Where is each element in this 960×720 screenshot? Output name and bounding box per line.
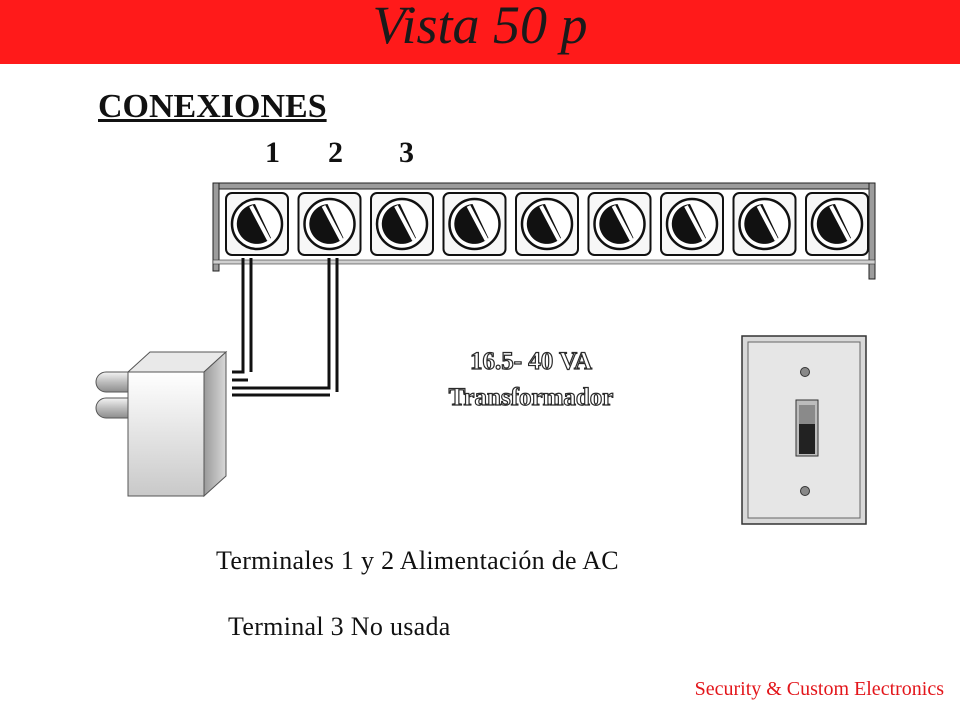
wall-switch-icon — [741, 335, 867, 525]
transformer-icon — [95, 350, 228, 498]
terminal-strip — [212, 182, 876, 280]
screw-terminal-1 — [225, 192, 289, 256]
terminal-number-3: 3 — [399, 136, 414, 169]
screw-terminal-6 — [587, 192, 652, 256]
screw-terminal-5 — [515, 192, 579, 256]
screw-terminal-2 — [297, 192, 362, 256]
title-bar — [0, 0, 960, 64]
terminal-number-2: 2 — [328, 136, 343, 169]
screw-terminal-8 — [732, 192, 797, 256]
page-title: Vista 50 p — [372, 0, 588, 55]
transformer-name: Transformador — [449, 384, 614, 411]
transformer-label: 16.5- 40 VA Transformador — [448, 347, 614, 411]
caption-terminals-1-2: Terminales 1 y 2 Alimentación de AC — [216, 546, 619, 575]
terminal-number-1: 1 — [265, 136, 280, 169]
screw-terminal-4 — [442, 192, 507, 256]
transformer-rating: 16.5- 40 VA — [470, 348, 592, 375]
screw-terminal-7 — [660, 192, 724, 256]
section-heading: CONEXIONES — [98, 88, 327, 125]
screw-terminal-9 — [805, 192, 869, 256]
wires — [232, 258, 339, 397]
caption-terminal-3: Terminal 3 No usada — [228, 612, 451, 641]
screw-terminal-3 — [370, 192, 434, 256]
footer-brand: Security & Custom Electronics — [694, 678, 944, 700]
